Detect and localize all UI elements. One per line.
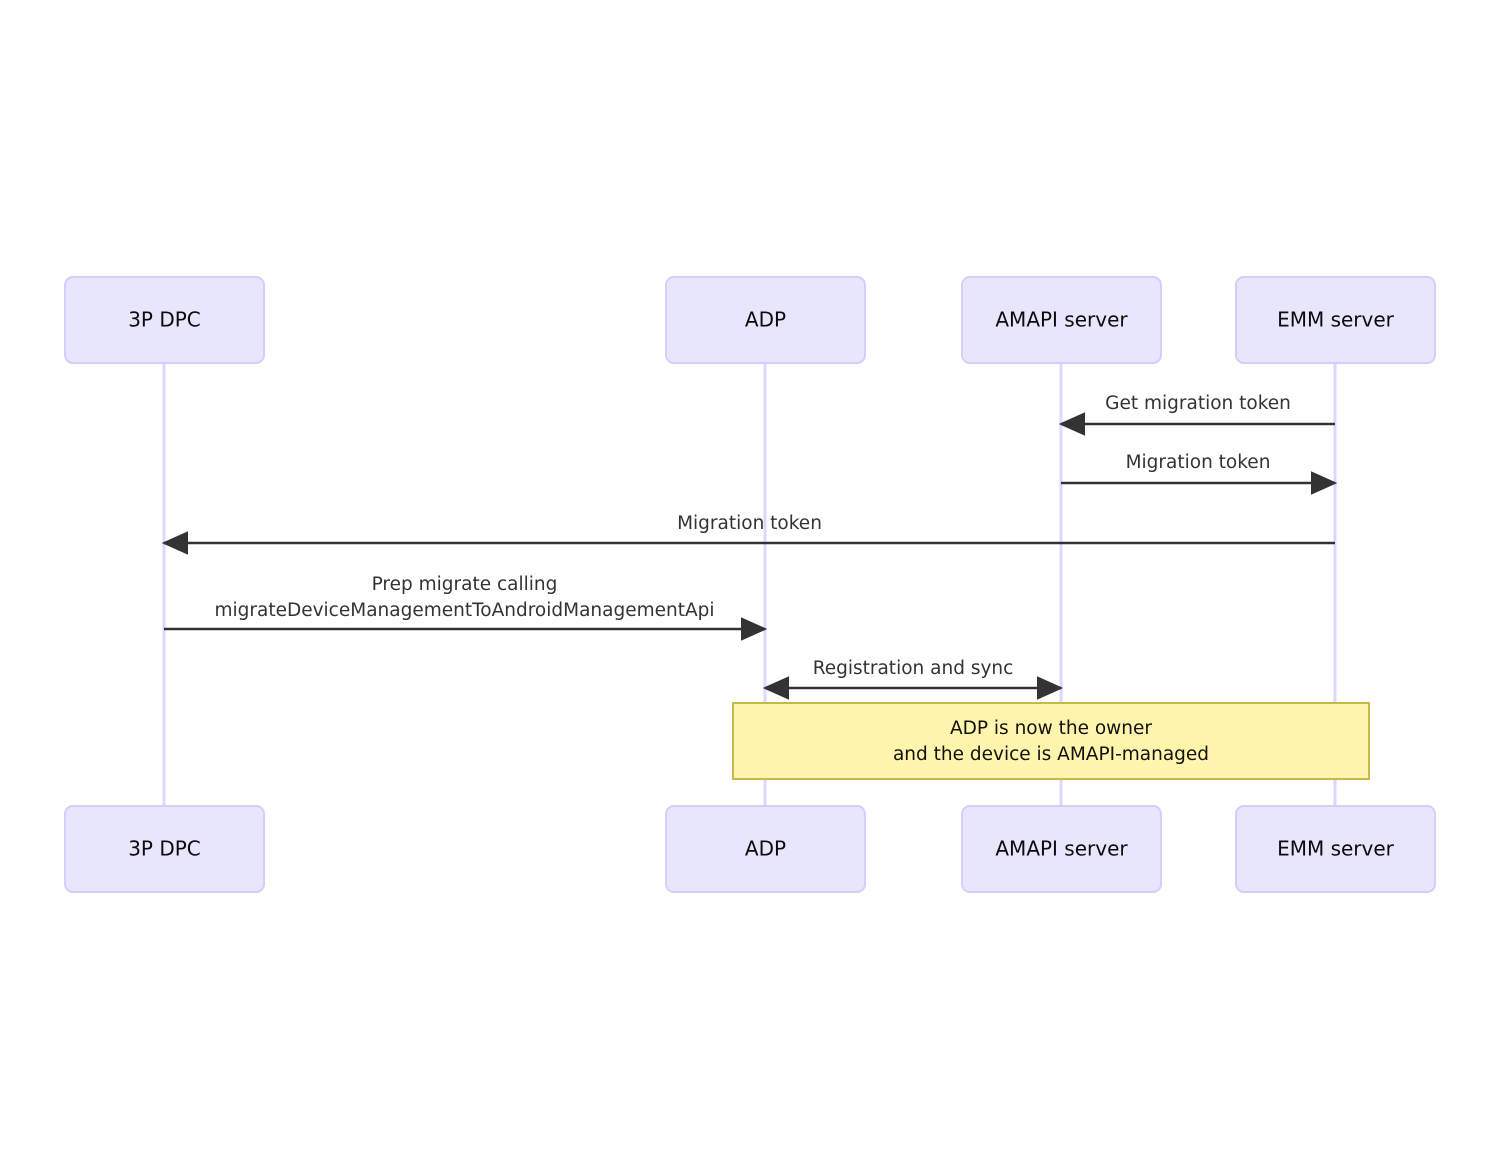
participant-amapi-top[interactable]: AMAPI server (961, 276, 1162, 364)
note-text: ADP is now the owner (950, 718, 1152, 739)
participant-box (961, 805, 1162, 893)
participant-box (1235, 276, 1436, 364)
note-text: and the device is AMAPI-managed (893, 744, 1209, 765)
notes-layer: ADP is now the owner and the device is AM… (732, 702, 1370, 780)
message-label: migrateDeviceManagementToAndroidManageme… (214, 600, 714, 621)
participant-amapi-bottom[interactable]: AMAPI server (961, 805, 1162, 893)
message-label: Migration token (677, 513, 822, 534)
message-label: Get migration token (1105, 393, 1291, 414)
message-m5[interactable]: Registration and sync (762, 658, 1064, 700)
note-box (732, 702, 1370, 780)
participant-adp-bottom[interactable]: ADP (665, 805, 866, 893)
message-label: Registration and sync (813, 658, 1014, 679)
note-n1: ADP is now the owner and the device is AM… (732, 702, 1370, 780)
participant-label: 3P DPC (128, 837, 201, 861)
participant-adp-top[interactable]: ADP (665, 276, 866, 364)
participant-box (1235, 805, 1436, 893)
message-label: Prep migrate calling (372, 574, 558, 595)
participant-box (961, 276, 1162, 364)
participant-box (665, 805, 866, 893)
participant-label: ADP (745, 308, 786, 332)
actor-boxes-top: 3P DPC ADP AMAPI server EMM server (64, 276, 1436, 364)
participant-emm-top[interactable]: EMM server (1235, 276, 1436, 364)
participant-label: ADP (745, 837, 786, 861)
participant-label: 3P DPC (128, 308, 201, 332)
participant-label: EMM server (1277, 837, 1395, 861)
participant-label: EMM server (1277, 308, 1395, 332)
participant-dpc-top[interactable]: 3P DPC (64, 276, 265, 364)
participant-emm-bottom[interactable]: EMM server (1235, 805, 1436, 893)
message-m2[interactable]: Migration token (1061, 452, 1338, 495)
actor-boxes-bottom: 3P DPC ADP AMAPI server EMM server (64, 805, 1436, 893)
message-label: Migration token (1126, 452, 1271, 473)
message-m4[interactable]: Prep migrate calling migrateDeviceManagem… (164, 574, 768, 641)
message-m3[interactable]: Migration token (161, 513, 1335, 555)
participant-box (64, 276, 265, 364)
participant-box (665, 276, 866, 364)
participant-label: AMAPI server (995, 308, 1128, 332)
participant-dpc-bottom[interactable]: 3P DPC (64, 805, 265, 893)
participant-label: AMAPI server (995, 837, 1128, 861)
message-m1[interactable]: Get migration token (1058, 393, 1335, 436)
participant-box (64, 805, 265, 893)
